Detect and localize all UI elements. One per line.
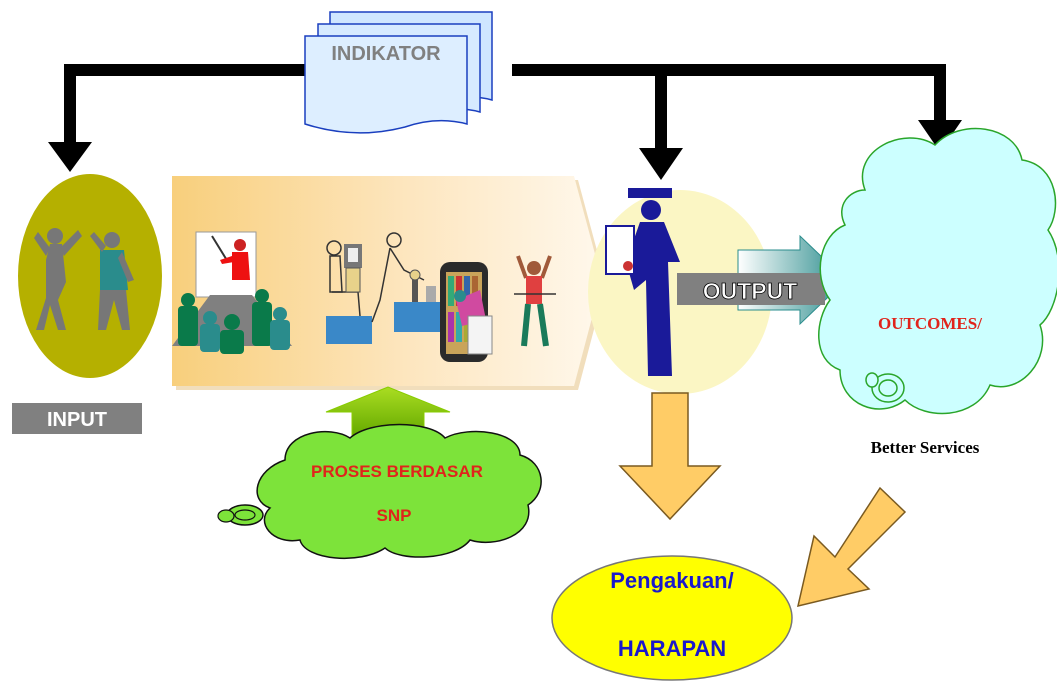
- connector-to-outcomes: [512, 64, 946, 122]
- teacher-presenting-icon: [172, 231, 292, 354]
- arrowhead-to-outcomes: [918, 120, 962, 152]
- indikator-label: INDIKATOR: [331, 43, 441, 65]
- input-box: [12, 403, 142, 434]
- harapan-node: Pengakuan/ HARAPAN: [551, 555, 793, 681]
- connector-to-input: [64, 64, 305, 150]
- output-box: [677, 273, 825, 305]
- harapan-line2: HARAPAN: [618, 636, 726, 661]
- outcomes-diagonal-arrow: [796, 486, 907, 608]
- proses-line1: PROSES BERDASAR: [311, 462, 483, 481]
- harapan-ellipse: [551, 555, 793, 681]
- outcomes-label: OUTCOMES/: [878, 314, 982, 333]
- outcomes-caption: Better Services: [871, 438, 980, 457]
- indikator-connectors: [48, 64, 962, 180]
- arrowhead-to-input: [48, 142, 92, 172]
- runner-finish-icon: [514, 255, 556, 347]
- proses-line2: SNP: [377, 506, 412, 525]
- output-down-arrow: [618, 392, 722, 521]
- lab-worker-icon: [371, 232, 442, 332]
- indikator-documents: INDIKATOR: [304, 11, 493, 134]
- arrowhead-to-output: [639, 148, 683, 180]
- proses-cloud: PROSES BERDASAR SNP: [217, 423, 542, 559]
- output-label: OUTPUT: [703, 278, 798, 304]
- input-circle: [18, 174, 162, 378]
- dancing-people-icon: [34, 228, 134, 330]
- harapan-line1: Pengakuan/: [610, 568, 733, 593]
- input-label: INPUT: [47, 409, 107, 431]
- outcomes-cloud: OUTCOMES/: [818, 127, 1057, 415]
- process-band: [172, 176, 606, 390]
- graduate-icon: [605, 188, 680, 376]
- library-reader-icon: [440, 262, 493, 362]
- input-node: [18, 174, 162, 378]
- computer-worker-icon: [326, 240, 372, 344]
